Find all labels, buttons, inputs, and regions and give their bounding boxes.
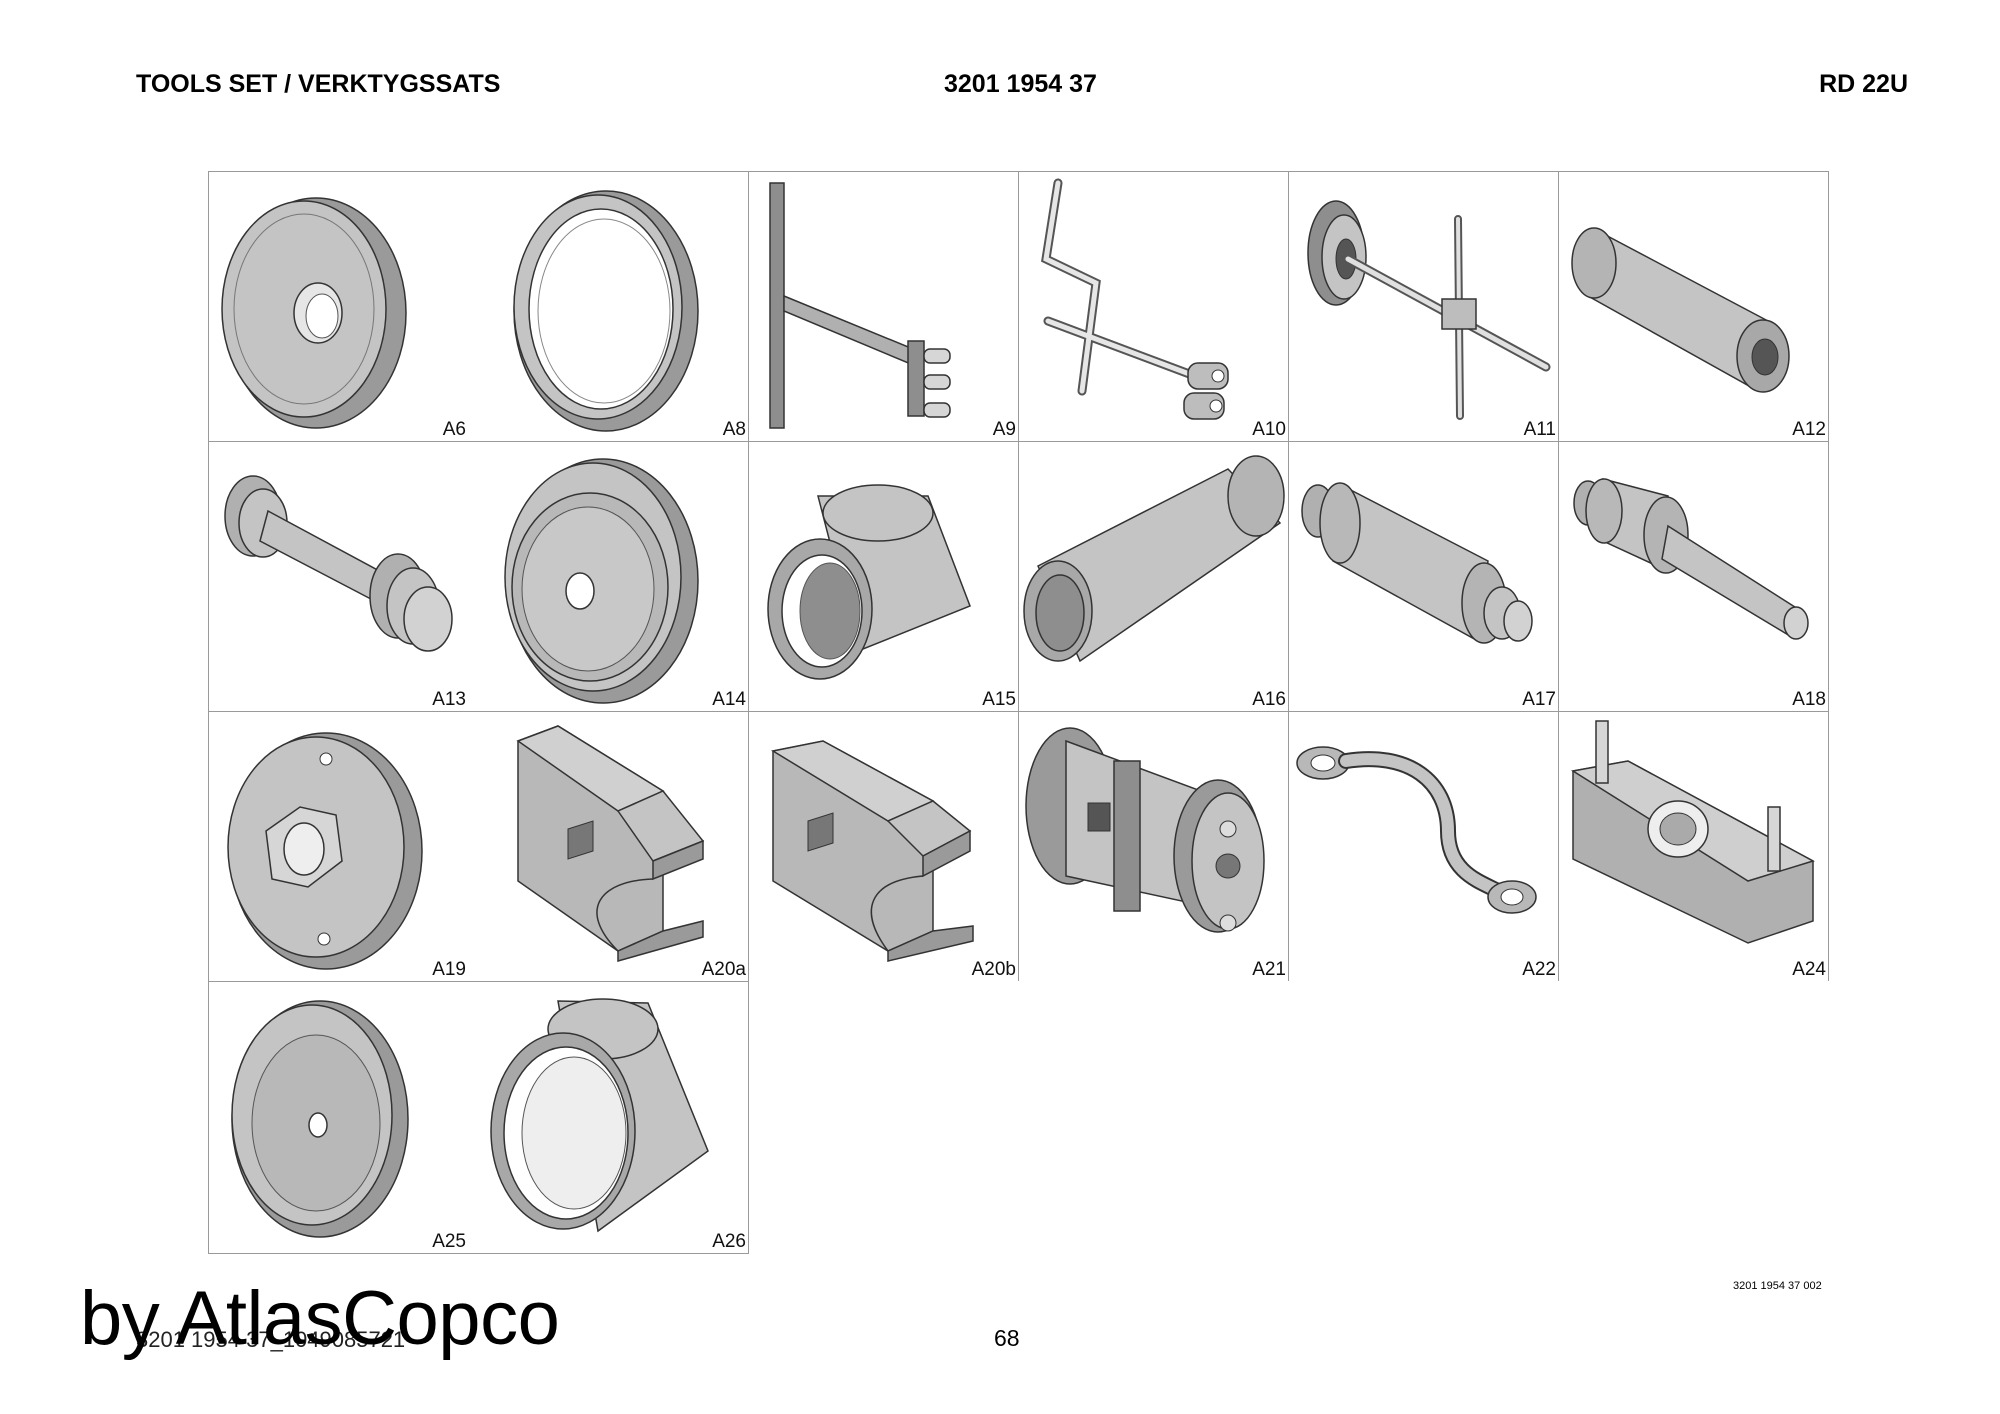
t-handle-puller-icon (1307, 200, 1551, 420)
tool-cell-a15: A15 (748, 441, 1018, 711)
tool-cell-a8: A8 (478, 171, 748, 441)
tool-cell-a14: A14 (478, 441, 748, 711)
tool-label: A8 (722, 419, 746, 440)
bent-rod-icon (1041, 178, 1229, 420)
tool-label: A15 (982, 689, 1016, 710)
tool-label: A16 (1252, 689, 1286, 710)
flange-with-nut-icon (227, 732, 423, 970)
tools-grid: A6 A8 A9 A10 (208, 171, 1829, 1254)
tool-label: A17 (1522, 689, 1556, 710)
tool-cell-a6: A6 (208, 171, 478, 441)
header-model: RD 22U (1819, 70, 1908, 98)
pressing-disc-icon (231, 1000, 409, 1238)
tool-label: A10 (1252, 419, 1286, 440)
tool-label: A22 (1522, 959, 1556, 980)
header-part-number: 3201 1954 37 (944, 70, 1097, 98)
stepped-pin-icon (224, 475, 453, 652)
tube-icon (1571, 227, 1790, 393)
tool-label: A14 (712, 689, 746, 710)
disc-icon (221, 197, 407, 429)
tool-cell-a18: A18 (1558, 441, 1828, 711)
header-title: TOOLS SET / VERKTYGSSATS (136, 70, 501, 98)
sleeve-icon (767, 484, 971, 680)
drawing-code: 3201 1954 37 002 (1733, 1280, 1822, 1292)
tool-cell-a19: A19 (208, 711, 478, 981)
spline-fixture-icon (1570, 720, 1815, 944)
tool-cell-a22: A22 (1288, 711, 1558, 981)
tool-cell-a21: A21 (1018, 711, 1288, 981)
page-number: 68 (994, 1325, 1020, 1351)
tool-cell-a13: A13 (208, 441, 478, 711)
flanged-disc-icon (504, 458, 699, 704)
tool-label: A18 (1792, 689, 1826, 710)
tool-label: A6 (442, 419, 466, 440)
mandrel-icon (1573, 478, 1809, 640)
tool-cell-a20b: A20b (748, 711, 1018, 981)
tool-label: A25 (432, 1231, 466, 1252)
tool-cell-a9: A9 (748, 171, 1018, 441)
offset-wrench-icon (1296, 746, 1537, 914)
tool-label: A26 (712, 1231, 746, 1252)
tool-label: A20a (701, 959, 746, 980)
document-reference: 3201 1954 37_1049085721 (136, 1327, 406, 1352)
tool-cell-a20a: A20a (478, 711, 748, 981)
tool-label: A24 (1792, 959, 1826, 980)
fork-block-icon (516, 725, 705, 962)
tool-cell-a25: A25 (208, 981, 478, 1253)
press-assembly-icon (1025, 727, 1265, 933)
tool-cell-a17: A17 (1288, 441, 1558, 711)
tool-label: A12 (1792, 419, 1826, 440)
tool-label: A11 (1523, 419, 1556, 440)
tool-label: A13 (432, 689, 466, 710)
tool-label: A20b (971, 959, 1016, 980)
tool-label: A19 (432, 959, 466, 980)
tool-cell-a11: A11 (1288, 171, 1558, 441)
tool-cell-a26: A26 (478, 981, 748, 1253)
tool-cell-a16: A16 (1018, 441, 1288, 711)
watermark: by AtlasCopco (80, 1276, 560, 1361)
ring-icon (513, 190, 699, 432)
tool-cell-a10: A10 (1018, 171, 1288, 441)
puller-bar-icon (769, 182, 951, 429)
tool-label: A9 (992, 419, 1016, 440)
fork-block-icon (770, 740, 974, 962)
tool-cell-a12: A12 (1558, 171, 1828, 441)
long-tube-icon (1023, 455, 1285, 663)
tool-cell-a24: A24 (1558, 711, 1828, 981)
tool-label: A21 (1252, 959, 1286, 980)
stepped-cylinder-icon (1301, 482, 1533, 644)
wide-ring-icon (490, 998, 709, 1233)
